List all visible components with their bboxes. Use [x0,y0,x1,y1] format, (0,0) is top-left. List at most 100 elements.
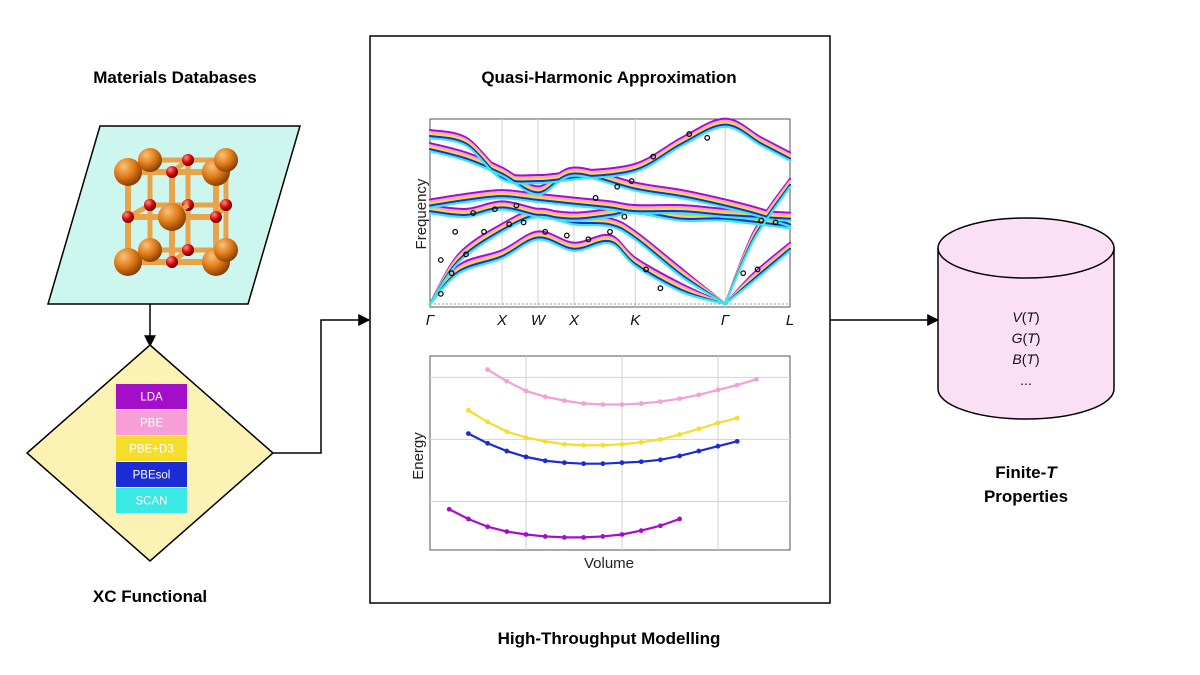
ev-point [734,415,740,421]
xc-functional-pbe-d3 [116,436,187,461]
experimental-point [621,213,628,220]
oxygen-atom [166,166,178,178]
phonon-band-3-4 [428,213,727,306]
ev-point [485,524,490,530]
phonon-band-2-3 [428,204,792,226]
ev-point [504,429,510,435]
oxygen-atom [122,211,134,223]
ev-point [696,426,702,432]
phonon-band-4-7 [724,249,792,306]
arrow-xc-to-qha [273,314,371,454]
ev-point [638,439,644,445]
energy-axis-label: Energy [410,432,427,480]
ev-point [581,534,586,540]
ev-point [485,367,490,372]
k-point-label: K [630,312,641,329]
ev-point [504,378,510,384]
xc-functional-label: SCAN [136,496,168,508]
ev-point [523,454,529,460]
experimental-point [470,210,477,216]
experimental-point [463,251,469,258]
xc-functional-pbe [116,410,187,435]
oxygen-atom [166,256,178,268]
ev-point [658,437,663,442]
experimental-point [520,219,527,226]
experimental-point [657,285,664,292]
ev-point [677,396,682,402]
k-point-label: W [531,312,547,329]
phonon-band-3-1 [428,148,792,226]
oxygen-atom [220,199,232,211]
volume-axis-label: Volume [584,555,634,572]
k-point-label: X [568,312,580,329]
experimental-point [506,221,513,228]
ev-point [734,382,740,388]
experimental-point [607,228,613,235]
ev-point [542,534,548,539]
energy-volume-chart: Energy Volume [410,355,791,572]
ev-point [638,401,644,406]
ev-point [581,401,586,406]
property-list: V(T)G(T)B(T)... [1012,309,1041,388]
xc-functional-label: LDA [140,392,163,404]
ev-point [466,516,471,522]
k-point-label: X [496,312,508,329]
experimental-point [758,217,765,224]
experimental-point [542,228,549,235]
ev-point [696,448,702,454]
metal-atom [138,238,162,262]
properties-label: Properties [984,487,1068,506]
qha-title: Quasi-Harmonic Approximation [481,68,736,87]
ev-point [562,398,567,404]
ev-point [658,457,663,463]
ev-point [619,460,625,466]
phonon-band-3-5 [428,236,727,306]
oxygen-atom [144,199,156,211]
experimental-point [448,270,455,277]
ev-point [677,516,682,522]
phonon-band-2-5 [428,234,727,306]
phonon-band-4-1 [428,150,792,228]
phonon-band-3-2 [428,195,792,220]
phonon-band-0-0 [428,117,792,177]
phonon-band-3-0 [428,123,792,183]
experimental-point [592,195,599,201]
ev-point [542,458,548,464]
ev-point [600,402,606,407]
phonon-band-4-5 [428,238,727,306]
frequency-axis-label: Frequency [413,178,430,249]
ev-point [734,438,740,444]
ev-plot-frame [429,355,791,551]
ev-point [562,460,567,466]
phonon-band-4-6 [724,185,792,306]
metal-atom [214,238,238,262]
ev-point [542,438,548,444]
metal-atom [138,148,162,172]
ev-point [466,431,471,436]
xc-functional-label: PBEsol [133,470,171,482]
phonon-band-2-2 [428,193,792,218]
experimental-point [754,266,761,273]
ev-point [446,506,452,512]
experimental-point [452,228,459,235]
experimental-point [513,202,520,209]
experimental-point [491,206,498,213]
experimental-point [643,266,649,273]
k-point-label: Γ [426,312,436,329]
ev-point [619,402,625,407]
phonon-band-3-3 [428,206,792,228]
ev-point [715,387,721,393]
oxygen-atom [182,244,194,256]
phonon-band-1-0 [428,119,792,179]
experimental-point [772,219,779,226]
ev-point [677,453,682,459]
ev-point [600,461,606,467]
phonon-band-0-5 [428,230,727,306]
ev-point [715,420,721,426]
ev-point [581,461,586,467]
ev-point [562,441,567,447]
ev-point [658,523,663,529]
ev-point [542,394,548,400]
ev-point [485,440,490,446]
